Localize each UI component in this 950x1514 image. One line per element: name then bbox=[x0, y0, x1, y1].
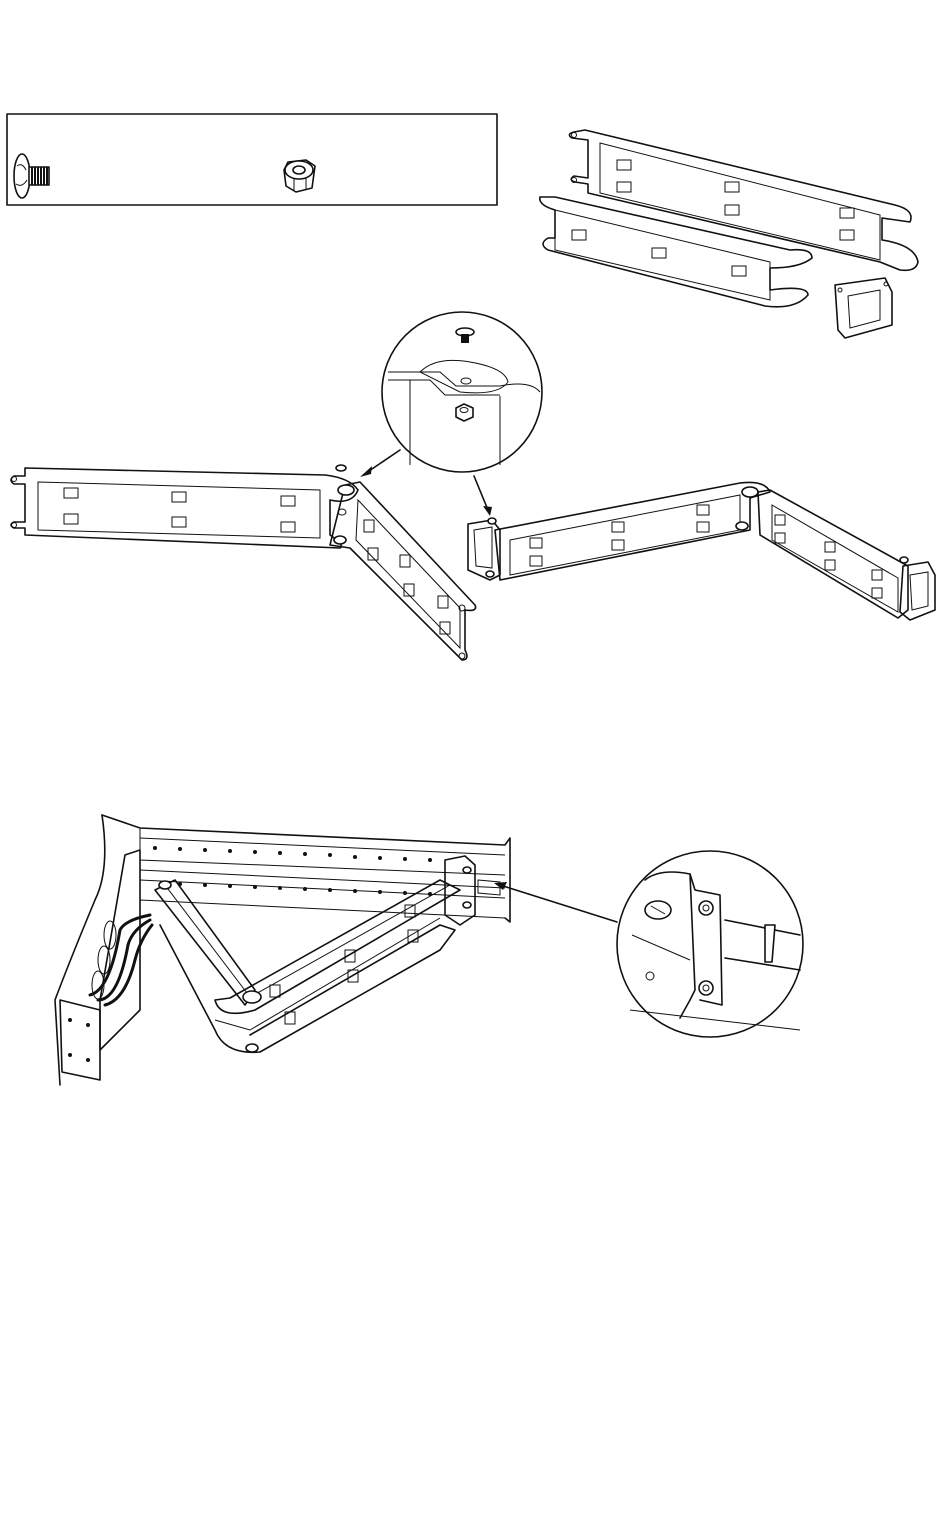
detail-callout-top bbox=[360, 312, 542, 516]
hardware-box bbox=[7, 114, 497, 205]
cable-bundle bbox=[90, 915, 152, 1005]
rail-holes bbox=[153, 846, 432, 896]
mounted-frame bbox=[55, 815, 510, 1085]
right-arm-assembly bbox=[468, 482, 935, 620]
long-rail-part bbox=[569, 130, 918, 270]
detail-callout-bottom bbox=[494, 851, 803, 1037]
hex-nut-icon bbox=[284, 160, 315, 192]
flat-head-screw-icon bbox=[14, 154, 49, 198]
parts-overview bbox=[540, 130, 918, 338]
end-bracket-part bbox=[835, 278, 892, 338]
left-arm-assembly bbox=[11, 465, 476, 660]
